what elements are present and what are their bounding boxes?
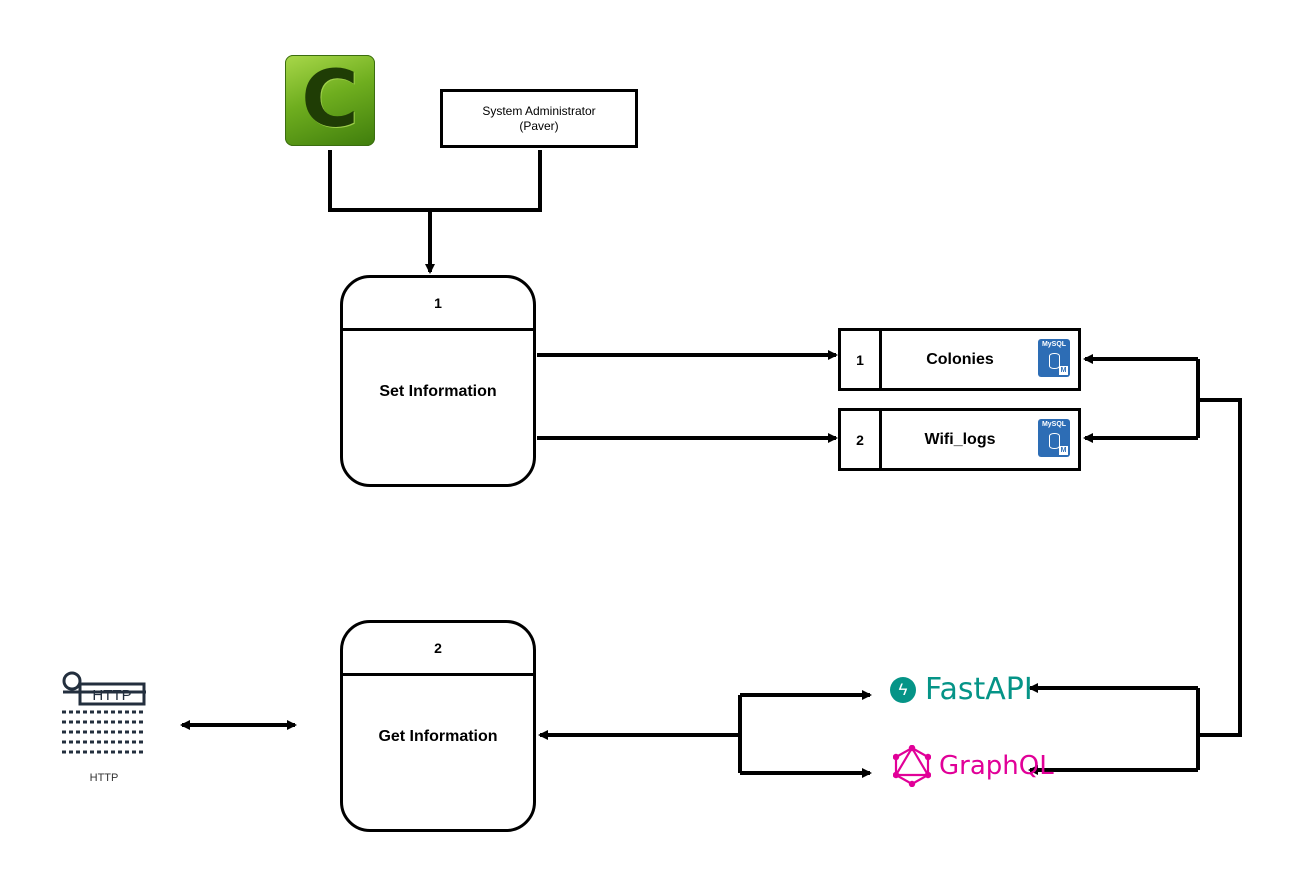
database-cylinder-icon bbox=[1049, 353, 1060, 369]
http-icon-text: HTTP bbox=[92, 687, 131, 704]
process-number: 2 bbox=[343, 623, 533, 676]
datastore-id: 1 bbox=[841, 331, 882, 388]
mysql-letter: M bbox=[1059, 446, 1068, 455]
process-name: Set Information bbox=[379, 383, 497, 400]
fastapi-logo: ϟ FastAPI bbox=[890, 672, 1033, 707]
mysql-badge-text: MySQL bbox=[1041, 421, 1067, 428]
process-get-information: 2 Get Information bbox=[340, 620, 536, 832]
datastore-wifi-logs: 2 Wifi_logs MySQL M bbox=[838, 408, 1081, 471]
http-icon: HTTP bbox=[60, 670, 148, 756]
edge-store-link bbox=[1198, 398, 1242, 737]
mysql-letter: M bbox=[1059, 366, 1068, 375]
datastore-name: Colonies bbox=[926, 350, 994, 368]
datastore-id: 2 bbox=[841, 411, 882, 468]
system-administrator-entity: System Administrator (Paver) bbox=[440, 89, 638, 148]
process-set-information: 1 Set Information bbox=[340, 275, 536, 487]
fastapi-label: FastAPI bbox=[925, 672, 1033, 707]
edge-c-logo bbox=[328, 150, 430, 212]
mysql-icon: MySQL M bbox=[1038, 339, 1070, 377]
mysql-badge-text: MySQL bbox=[1041, 341, 1067, 348]
process-number: 1 bbox=[343, 278, 533, 331]
datastore-colonies: 1 Colonies MySQL M bbox=[838, 328, 1081, 391]
process-name: Get Information bbox=[378, 728, 498, 745]
graphql-label: GraphQL bbox=[939, 751, 1054, 781]
c-language-logo: C bbox=[285, 55, 375, 146]
edge-sysadmin bbox=[430, 150, 542, 212]
datastore-name: Wifi_logs bbox=[924, 430, 996, 448]
graphql-icon bbox=[893, 745, 931, 787]
c-logo-letter: C bbox=[301, 55, 359, 145]
mysql-icon: MySQL M bbox=[1038, 419, 1070, 457]
http-label: HTTP bbox=[89, 772, 119, 784]
lightning-bolt-icon: ϟ bbox=[890, 676, 916, 703]
database-cylinder-icon bbox=[1049, 433, 1060, 449]
graphql-logo: GraphQL bbox=[893, 745, 1054, 787]
